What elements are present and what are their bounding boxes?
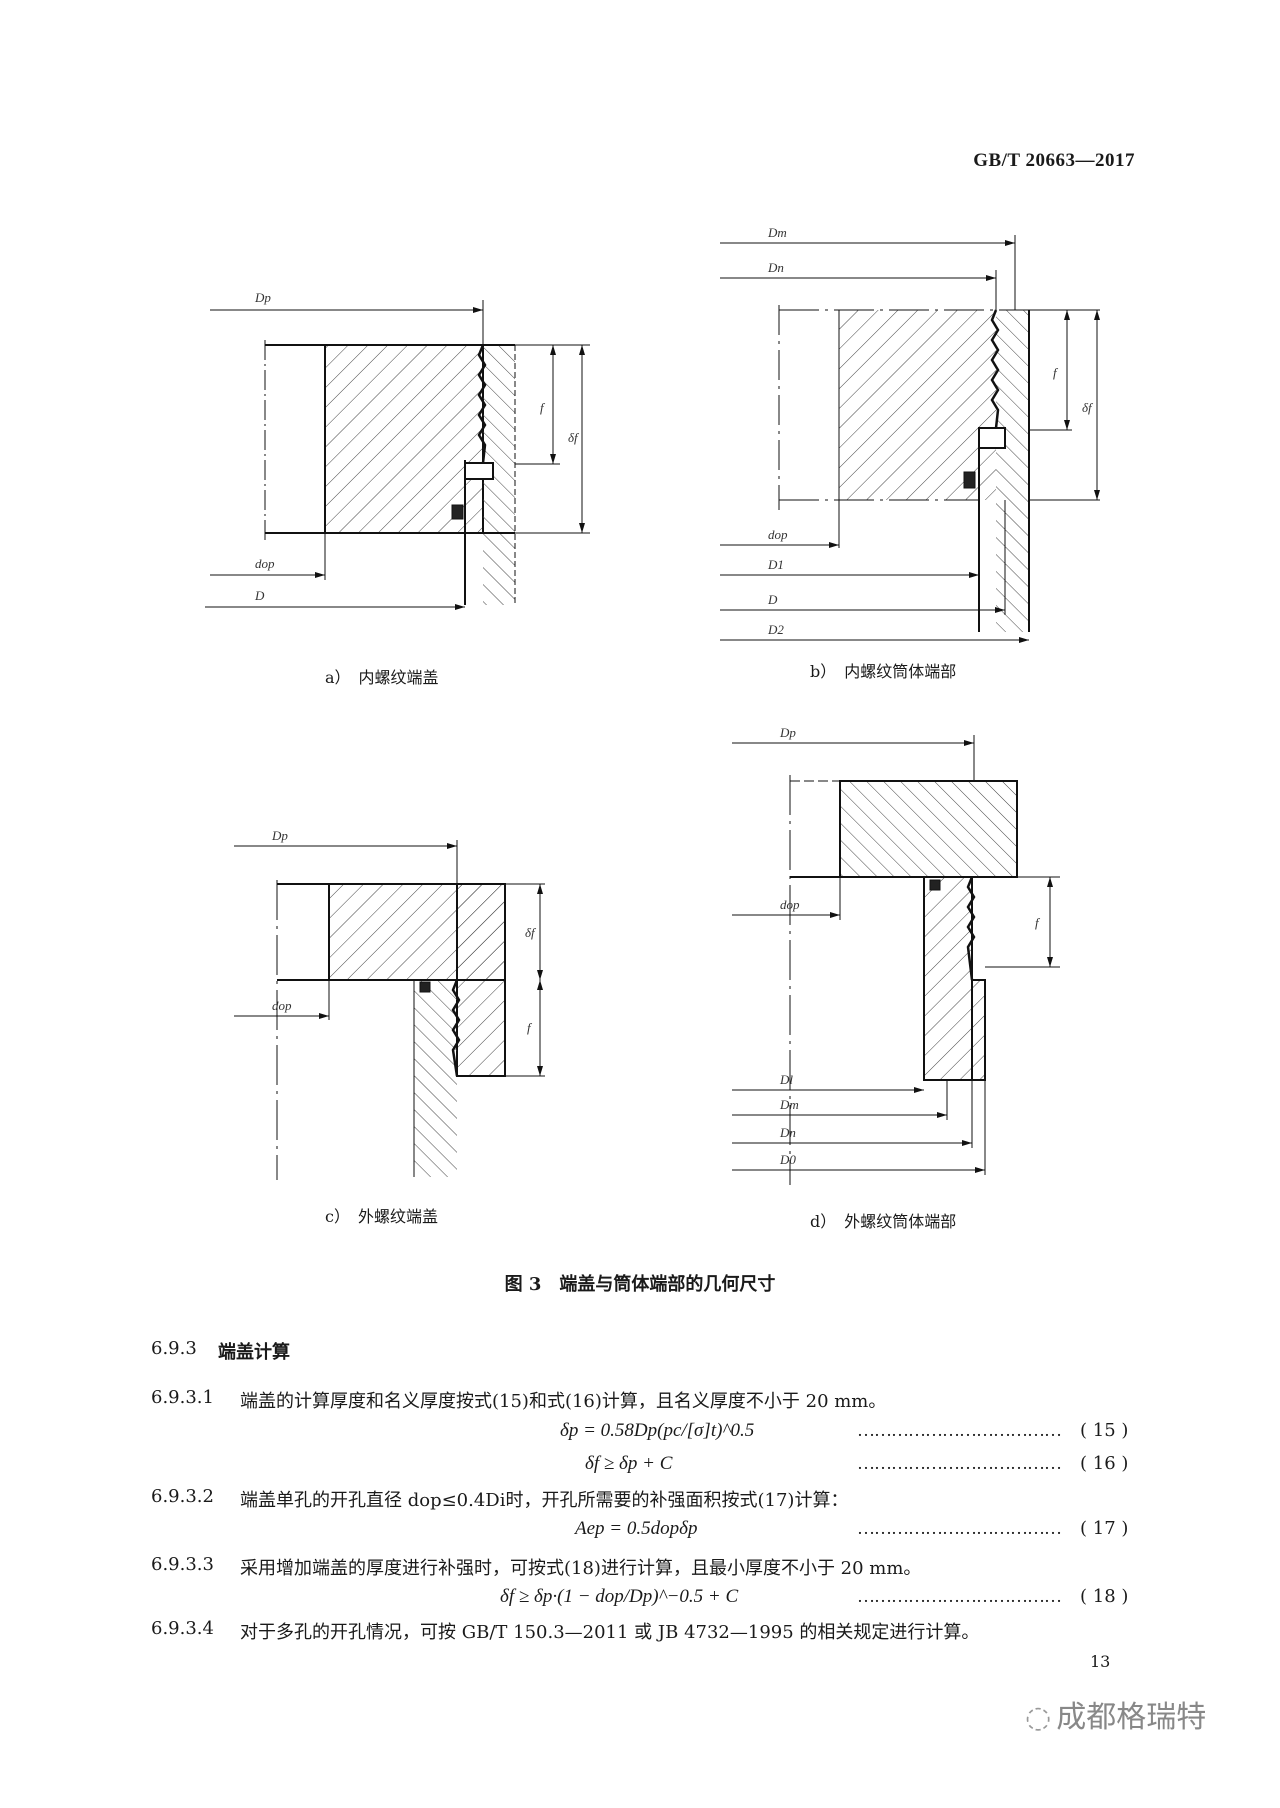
diagram-a-internal-thread-cap (205, 300, 590, 610)
item-text: 采用增加端盖的厚度进行补强时，可按式(18)进行计算，且最小厚度不小于 20 m… (240, 1558, 922, 1579)
watermark: ◌ 成都格瑞特 (1025, 1692, 1206, 1736)
item-number: 6.9.3.1 (151, 1387, 214, 1408)
equation-16: δf ≥ δp + C (585, 1453, 673, 1474)
label-a-dop: dop (255, 556, 275, 571)
caption-c: c） 外螺纹端盖 (325, 1207, 438, 1226)
label-c-dp: Dp (272, 828, 288, 843)
equation-18: δf ≥ δp·(1 − dop/Dp)^−0.5 + C (500, 1586, 739, 1607)
label-b-d: D (768, 592, 778, 607)
equation-number: ( 16 ) (1080, 1453, 1129, 1474)
equation-dots: ……………………………… (857, 1420, 1062, 1440)
item-text: 端盖单孔的开孔直径 dop≤0.4Di时，开孔所需要的补强面积按式(17)计算： (240, 1490, 849, 1511)
equation-15: δp = 0.58Dp(pc/[σ]t)^0.5 (560, 1420, 755, 1441)
diagram-c-external-thread-cap (234, 840, 545, 1180)
label-d-f: f (1035, 915, 1039, 930)
equation-dots: ……………………………… (857, 1586, 1062, 1606)
label-c-dop: dop (272, 998, 292, 1013)
label-d-dp: Dp (780, 725, 796, 740)
label-a-dp: Dp (255, 290, 271, 305)
label-b-d1: D1 (768, 557, 784, 572)
item-number: 6.9.3.2 (151, 1486, 214, 1507)
label-b-d2: D2 (768, 622, 784, 637)
equation-number: ( 15 ) (1080, 1420, 1129, 1441)
label-d-dm: Dm (780, 1097, 799, 1112)
label-b-delta-f: δf (1082, 400, 1092, 415)
label-d-dop: dop (780, 897, 800, 912)
label-d-d0: D0 (780, 1152, 796, 1167)
label-b-dm: Dm (768, 225, 787, 240)
page-number: 13 (1090, 1652, 1111, 1671)
label-a-d: D (255, 588, 265, 603)
section-number: 6.9.3 (151, 1338, 197, 1359)
equation-dots: ……………………………… (857, 1453, 1062, 1473)
label-c-delta-f: δf (525, 925, 535, 940)
figure-title: 图 3 端盖与筒体端部的几何尺寸 (504, 1274, 776, 1295)
item-text: 端盖的计算厚度和名义厚度按式(15)和式(16)计算，且名义厚度不小于 20 m… (240, 1391, 887, 1412)
caption-a: a） 内螺纹端盖 (325, 668, 439, 687)
wechat-icon: ◌ (1025, 1700, 1052, 1735)
standard-code-header: GB/T 20663—2017 (973, 150, 1135, 171)
equation-number: ( 17 ) (1080, 1518, 1129, 1539)
diagram-d-external-thread-shell-end (732, 735, 1060, 1185)
caption-d: d） 外螺纹筒体端部 (810, 1212, 957, 1231)
section-title: 端盖计算 (218, 1342, 290, 1363)
watermark-text: 成都格瑞特 (1056, 1700, 1207, 1735)
label-b-dop: dop (768, 527, 788, 542)
label-b-f: f (1053, 365, 1057, 380)
label-a-delta-f: δf (568, 430, 578, 445)
diagram-b-internal-thread-shell-end (720, 235, 1100, 643)
item-number: 6.9.3.3 (151, 1554, 214, 1575)
label-c-f: f (527, 1020, 531, 1035)
label-b-dn: Dn (768, 260, 784, 275)
item-number: 6.9.3.4 (151, 1618, 214, 1639)
label-d-dn: Dn (780, 1125, 796, 1140)
label-a-f: f (540, 400, 544, 415)
equation-number: ( 18 ) (1080, 1586, 1129, 1607)
equation-dots: ……………………………… (857, 1518, 1062, 1538)
label-d-dl: Dl (780, 1072, 793, 1087)
item-text: 对于多孔的开孔情况，可按 GB/T 150.3—2011 或 JB 4732—1… (240, 1622, 980, 1643)
caption-b: b） 内螺纹筒体端部 (810, 662, 957, 681)
equation-17: Aep = 0.5dopδp (575, 1518, 698, 1539)
